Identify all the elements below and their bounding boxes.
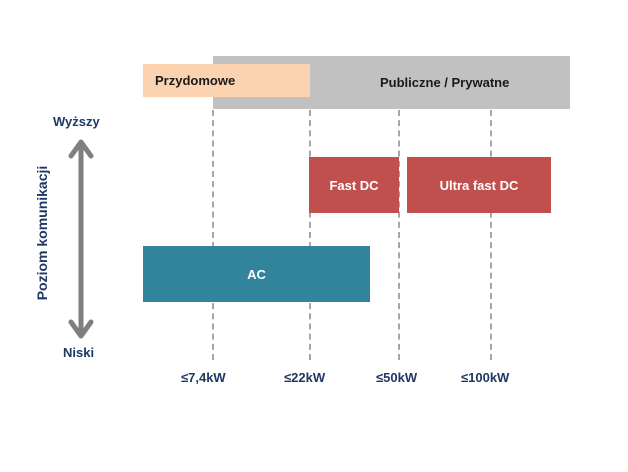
ac-label: AC [247, 266, 266, 282]
threshold-line-100kw [490, 110, 492, 360]
fast-dc-label: Fast DC [329, 177, 379, 193]
ac-box: AC [143, 246, 370, 302]
home-band-label: Przydomowe [155, 73, 236, 88]
home-band [143, 64, 310, 97]
threshold-line-22kw [309, 110, 311, 360]
public-private-band-label: Publiczne / Prywatne [380, 75, 510, 90]
ultra-fast-dc-label: Ultra fast DC [439, 177, 519, 193]
threshold-line-7kw [212, 110, 214, 360]
fast-dc-box: Fast DC [309, 157, 399, 213]
axis-top-label: Wyższy [53, 114, 100, 129]
ultra-fast-dc-box: Ultra fast DC [407, 157, 551, 213]
tick-100kw: ≤100kW [461, 370, 510, 385]
tick-50kw: ≤50kW [376, 370, 418, 385]
double-arrow-icon [68, 139, 94, 339]
axis-bottom-label: Niski [63, 345, 95, 360]
axis-title: Poziom komunikacji [34, 165, 50, 301]
tick-7kw: ≤7,4kW [181, 370, 226, 385]
tick-22kw: ≤22kW [284, 370, 326, 385]
threshold-line-50kw [398, 110, 400, 360]
